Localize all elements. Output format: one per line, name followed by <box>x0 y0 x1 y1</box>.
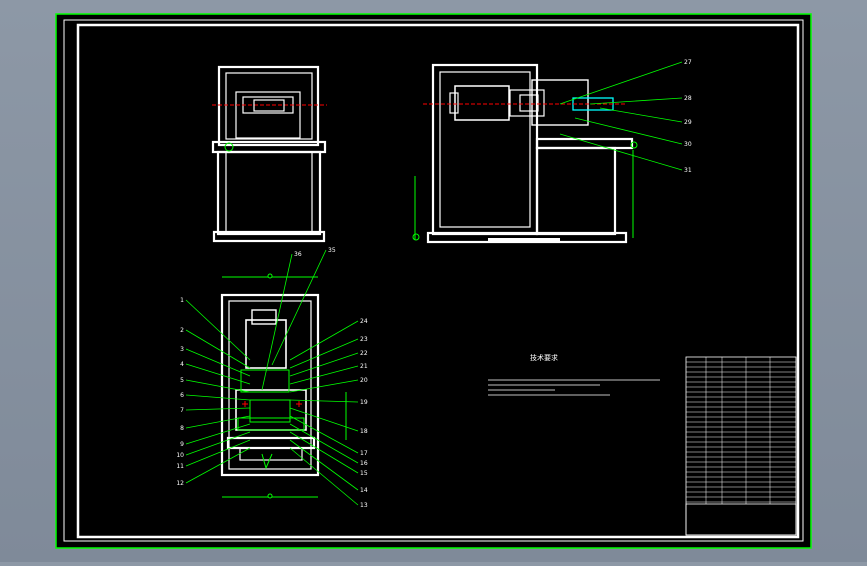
balloon-label: 20 <box>360 377 368 384</box>
leader-line <box>185 447 251 484</box>
leader-line <box>289 352 359 377</box>
leader-line <box>289 407 359 432</box>
leader-line <box>289 320 359 361</box>
balloon-label: 2 <box>180 327 184 334</box>
leader-line <box>559 133 683 171</box>
leader-line <box>289 439 359 491</box>
drawing-border <box>63 19 804 542</box>
leader-line <box>185 407 251 411</box>
balloon-label: 4 <box>180 361 184 368</box>
balloon-label: 19 <box>360 399 368 406</box>
front-view-motor <box>253 99 285 112</box>
balloon-label: 17 <box>360 450 368 457</box>
leader-line <box>289 338 359 369</box>
balloon-label: 11 <box>176 463 184 470</box>
side-view <box>426 63 634 244</box>
leader-line <box>185 329 251 369</box>
side-view-mark-2 <box>630 141 638 149</box>
balloon-label: 24 <box>360 318 368 325</box>
balloon-label: 23 <box>360 336 368 343</box>
leader-lines <box>185 61 683 506</box>
leader-line <box>574 117 683 145</box>
balloon-labels: 2728293031363512345678910111224232221201… <box>176 59 691 509</box>
leader-line <box>185 379 251 393</box>
title-block <box>685 356 797 536</box>
balloon-label: 3 <box>180 346 184 353</box>
leader-line <box>185 431 251 456</box>
leader-line <box>289 447 359 506</box>
balloon-label: 36 <box>294 251 302 258</box>
balloon-label: 31 <box>684 167 692 174</box>
balloon-label: 21 <box>360 363 368 370</box>
balloon-label: 18 <box>360 428 368 435</box>
balloon-label: 7 <box>180 407 184 414</box>
balloon-label: 13 <box>360 502 368 509</box>
leader-line <box>589 97 683 105</box>
section-dimensions <box>222 273 347 499</box>
balloon-label: 22 <box>360 350 368 357</box>
balloon-label: 15 <box>360 470 368 477</box>
leader-line <box>185 299 251 361</box>
side-view-base-plate <box>488 238 560 242</box>
drawing-frame <box>76 23 800 539</box>
title-block-rows <box>686 357 796 504</box>
balloon-label: 8 <box>180 425 184 432</box>
balloon-label: 1 <box>180 297 184 304</box>
leader-line <box>289 379 359 393</box>
balloon-label: 30 <box>684 141 692 148</box>
balloon-label: 16 <box>360 460 368 467</box>
leader-line <box>261 253 293 391</box>
leader-line <box>289 415 359 454</box>
leader-line <box>559 61 683 105</box>
balloon-label: 14 <box>360 487 368 494</box>
balloon-label: 6 <box>180 392 184 399</box>
balloon-label: 28 <box>684 95 692 102</box>
balloon-label: 12 <box>176 480 184 487</box>
balloon-label: 35 <box>328 247 336 254</box>
side-view-mark <box>412 233 420 241</box>
leader-line <box>289 423 359 464</box>
leader-line <box>289 399 359 403</box>
balloon-label: 27 <box>684 59 692 66</box>
leader-line <box>185 348 251 377</box>
leader-line <box>289 365 359 385</box>
balloon-label: 10 <box>176 452 184 459</box>
leader-line <box>185 363 251 385</box>
notes-lines <box>488 379 660 396</box>
notes-title: 技术要求 <box>530 353 558 362</box>
balloon-label: 29 <box>684 119 692 126</box>
section-red-marks <box>242 401 302 407</box>
leader-line <box>185 439 251 467</box>
leader-line <box>599 107 683 123</box>
leader-line <box>185 415 251 429</box>
section-view <box>220 293 320 477</box>
front-view-hole <box>224 142 234 152</box>
balloon-label: 5 <box>180 377 184 384</box>
leader-line <box>185 423 251 445</box>
balloon-label: 9 <box>180 441 184 448</box>
leader-line <box>271 249 327 366</box>
leader-line <box>289 431 359 474</box>
leader-line <box>185 394 251 401</box>
